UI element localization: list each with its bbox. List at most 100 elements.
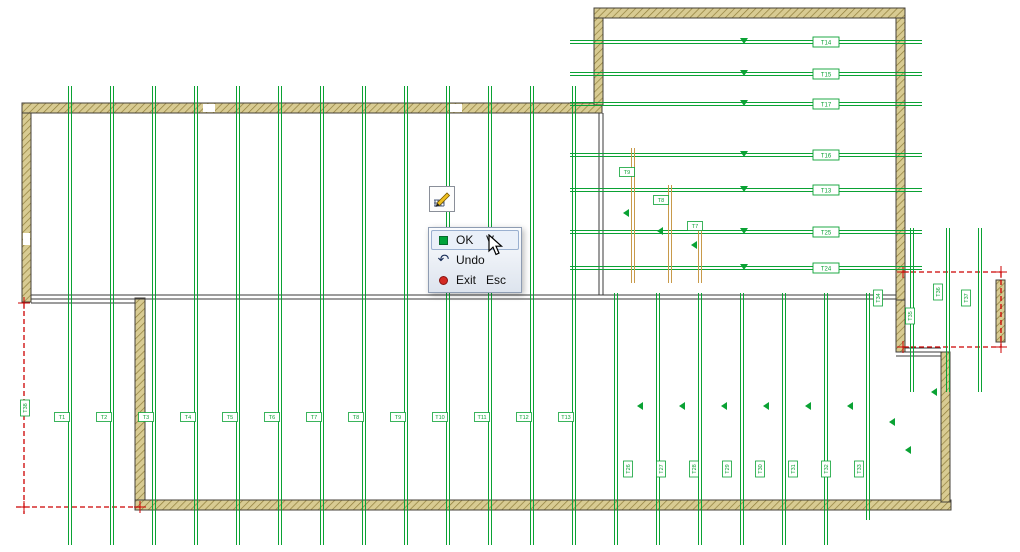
direction-marker bbox=[905, 446, 911, 454]
element-tag[interactable] bbox=[306, 412, 322, 422]
direction-marker bbox=[657, 227, 663, 235]
element-tag[interactable] bbox=[788, 460, 798, 478]
element-tag-text: T4 bbox=[185, 415, 191, 421]
element-tag-text: T10 bbox=[435, 415, 444, 421]
element-tag-text: T3 bbox=[143, 415, 149, 421]
element-tag-text: T33 bbox=[857, 464, 863, 473]
element-tag[interactable] bbox=[623, 460, 633, 478]
wall[interactable] bbox=[593, 17, 604, 106]
element-tag-text: T31 bbox=[791, 464, 797, 473]
element-tag[interactable] bbox=[20, 399, 30, 417]
joist-label: T14 bbox=[821, 41, 832, 47]
element-tag[interactable] bbox=[821, 460, 831, 478]
menu-item-shortcut: Esc bbox=[486, 273, 507, 287]
element-tag[interactable] bbox=[390, 412, 406, 422]
element-tag-text: T35 bbox=[908, 311, 914, 320]
direction-marker bbox=[679, 402, 685, 410]
joist-label: T25 bbox=[821, 231, 832, 237]
element-tag[interactable] bbox=[687, 221, 703, 231]
element-tag-text: T7 bbox=[311, 415, 317, 421]
element-tag-text: T6 bbox=[269, 415, 275, 421]
joist-label-box[interactable] bbox=[812, 68, 840, 80]
wall-opening bbox=[450, 104, 462, 112]
joist-label: T24 bbox=[821, 267, 832, 273]
element-tag[interactable] bbox=[348, 412, 364, 422]
direction-marker bbox=[740, 151, 748, 157]
direction-marker bbox=[931, 388, 937, 396]
element-tag[interactable] bbox=[722, 460, 732, 478]
joist-label-box[interactable] bbox=[812, 149, 840, 161]
wall[interactable] bbox=[21, 112, 32, 303]
element-tag-text: T27 bbox=[659, 464, 665, 473]
direction-marker bbox=[740, 38, 748, 44]
joist-label-box[interactable] bbox=[812, 262, 840, 274]
element-tag-text: T28 bbox=[692, 464, 698, 473]
element-tag-text: T29 bbox=[725, 464, 731, 473]
element-tag[interactable] bbox=[474, 412, 490, 422]
element-tag[interactable] bbox=[222, 412, 238, 422]
element-tag[interactable] bbox=[180, 412, 196, 422]
wall[interactable] bbox=[895, 17, 906, 301]
element-tag-text: T36 bbox=[936, 287, 942, 296]
element-tag-text: T11 bbox=[477, 415, 486, 421]
joist-label: T16 bbox=[821, 154, 832, 160]
direction-marker bbox=[740, 264, 748, 270]
exit-icon bbox=[436, 275, 451, 285]
direction-marker bbox=[721, 402, 727, 410]
wall[interactable] bbox=[134, 499, 952, 511]
element-tag-text: T1 bbox=[59, 415, 65, 421]
joist-label-box[interactable] bbox=[812, 36, 840, 48]
mouse-cursor bbox=[488, 234, 504, 256]
wall[interactable] bbox=[21, 102, 603, 114]
element-tag[interactable] bbox=[264, 412, 280, 422]
direction-marker bbox=[889, 418, 895, 426]
element-tag[interactable] bbox=[653, 195, 669, 205]
direction-marker bbox=[691, 241, 697, 249]
element-tag[interactable] bbox=[558, 412, 574, 422]
element-tag-text: T12 bbox=[519, 415, 528, 421]
element-tag[interactable] bbox=[933, 283, 943, 301]
menu-item-exit[interactable]: Exit Esc bbox=[431, 270, 519, 290]
element-tag[interactable] bbox=[905, 307, 915, 325]
joist-label: T13 bbox=[821, 189, 832, 195]
element-tag-text: T8 bbox=[658, 198, 664, 204]
direction-marker bbox=[805, 402, 811, 410]
direction-marker bbox=[740, 70, 748, 76]
menu-item-undo[interactable]: ↶ Undo bbox=[431, 250, 519, 270]
element-tag-text: T8 bbox=[353, 415, 359, 421]
element-tag[interactable] bbox=[755, 460, 765, 478]
direction-marker bbox=[637, 402, 643, 410]
menu-item-label: Exit bbox=[456, 273, 477, 287]
wall[interactable] bbox=[593, 7, 906, 19]
joist-label-box[interactable] bbox=[812, 98, 840, 110]
element-tag[interactable] bbox=[961, 289, 971, 307]
element-tag[interactable] bbox=[619, 167, 635, 177]
wall[interactable] bbox=[895, 299, 906, 353]
element-tag-text: T30 bbox=[758, 464, 764, 473]
joist-label: T17 bbox=[821, 103, 832, 109]
joist-label-box[interactable] bbox=[812, 226, 840, 238]
element-tag-text: T2 bbox=[101, 415, 107, 421]
wall[interactable] bbox=[940, 351, 951, 503]
element-tag[interactable] bbox=[656, 460, 666, 478]
confirmation-palette: OK V ↶ Undo Exit Esc bbox=[428, 227, 522, 293]
adjust-tool-button[interactable] bbox=[429, 186, 455, 212]
element-tag[interactable] bbox=[54, 412, 70, 422]
wall-opening bbox=[203, 104, 215, 112]
element-tag[interactable] bbox=[96, 412, 112, 422]
menu-item-label: Undo bbox=[456, 253, 485, 267]
wall[interactable] bbox=[134, 297, 146, 503]
element-tag-text: T7 bbox=[692, 224, 698, 230]
element-tag[interactable] bbox=[516, 412, 532, 422]
joist-label-box[interactable] bbox=[812, 184, 840, 196]
element-tag-text: T32 bbox=[824, 464, 830, 473]
direction-marker bbox=[740, 186, 748, 192]
element-tag[interactable] bbox=[689, 460, 699, 478]
element-tag[interactable] bbox=[138, 412, 154, 422]
element-tag[interactable] bbox=[432, 412, 448, 422]
element-tag[interactable] bbox=[873, 289, 883, 307]
element-tag-text: T9 bbox=[395, 415, 401, 421]
element-tag[interactable] bbox=[854, 460, 864, 478]
